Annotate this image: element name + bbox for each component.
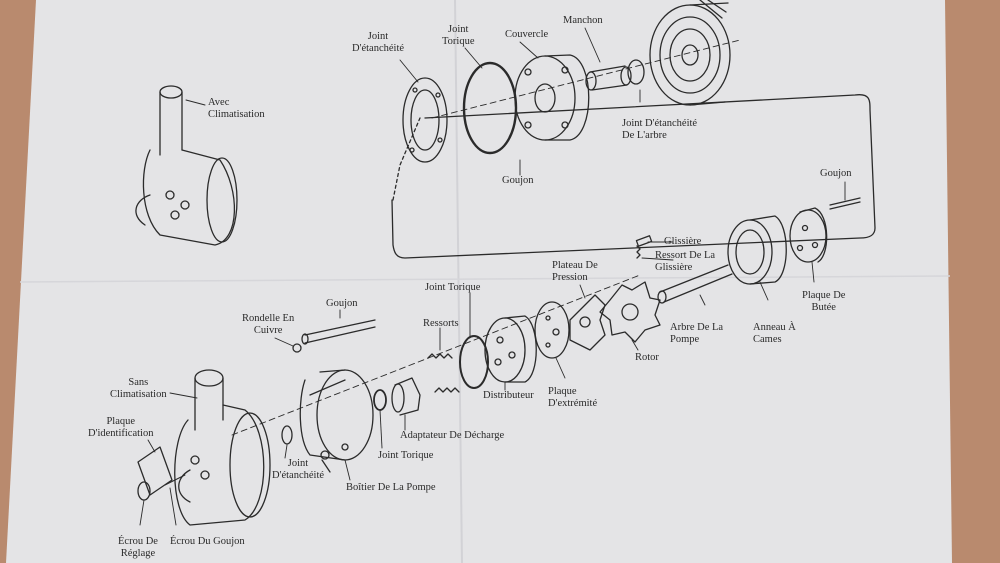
gasket-top bbox=[402, 77, 448, 163]
paper-fold bbox=[454, 0, 463, 563]
label-joint-torique-bottom: Joint Torique bbox=[378, 450, 434, 461]
springs bbox=[427, 353, 460, 393]
label-rotor: Rotor bbox=[635, 352, 659, 363]
relief-adapter bbox=[391, 377, 421, 416]
label-goujon-right: Goujon bbox=[820, 168, 852, 179]
copper-washer bbox=[292, 343, 302, 353]
label-adaptateur-decharge: Adaptateur De Décharge bbox=[400, 430, 505, 441]
id-plate bbox=[137, 446, 173, 496]
paper-sheet bbox=[6, 0, 952, 563]
label-glissiere: Glissière bbox=[664, 236, 702, 247]
dowel-left bbox=[301, 319, 376, 345]
vane bbox=[635, 235, 653, 247]
label-goujon-left: Goujon bbox=[326, 298, 358, 309]
label-ecrou-goujon: Écrou Du Goujon bbox=[170, 536, 245, 547]
label-joint-torique-mid: Joint Torique bbox=[425, 282, 481, 293]
label-distributeur: Distributeur bbox=[483, 390, 534, 401]
sleeve bbox=[585, 65, 632, 91]
pump-with-ac bbox=[135, 85, 238, 246]
end-plate bbox=[534, 301, 570, 359]
label-manchon: Manchon bbox=[563, 15, 603, 26]
label-couvercle: Couvercle bbox=[505, 29, 549, 40]
dowel-pin bbox=[829, 197, 861, 210]
rotor bbox=[599, 281, 661, 343]
label-boitier-pompe: Boîtier De La Pompe bbox=[346, 482, 436, 493]
pressure-plate bbox=[569, 294, 606, 351]
pump-shaft bbox=[657, 264, 733, 304]
vane-spring bbox=[636, 245, 641, 259]
seal-bottom bbox=[281, 425, 293, 445]
shaft-seal bbox=[627, 59, 645, 85]
thrust-plate bbox=[789, 207, 828, 263]
pulley bbox=[649, 0, 731, 106]
label-goujon-top: Goujon bbox=[502, 175, 534, 186]
cover bbox=[514, 54, 590, 141]
cam-ring bbox=[727, 215, 787, 285]
pump-without-ac bbox=[174, 369, 271, 526]
o-ring-mid bbox=[459, 335, 489, 389]
label-ressorts: Ressorts bbox=[423, 318, 459, 329]
top-callout-box bbox=[391, 94, 876, 259]
